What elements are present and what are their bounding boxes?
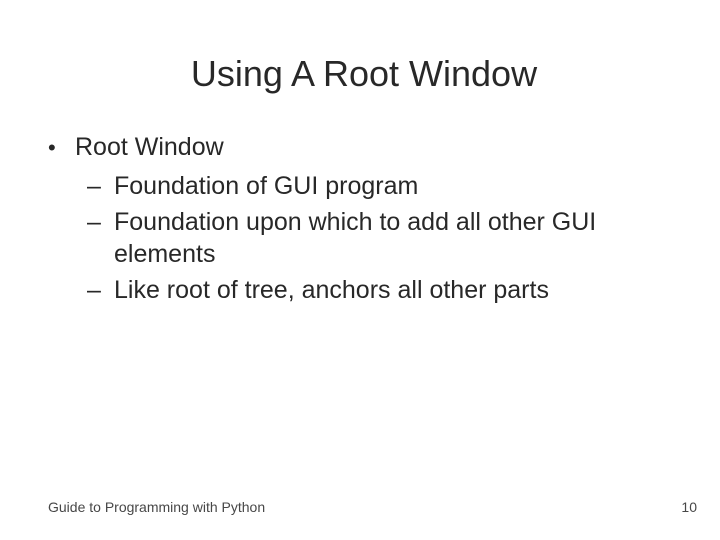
slide-title: Using A Root Window — [190, 53, 538, 94]
sub-bullet-text: Foundation of GUI program — [114, 172, 419, 200]
bullet-marker: • — [48, 135, 56, 160]
sub-bullet-item: – Like root of tree, anchors all other p… — [87, 274, 648, 306]
bullet-item-label: Root Window — [75, 133, 224, 161]
dash-marker: – — [87, 276, 101, 304]
sub-bullet-item: – Foundation of GUI program — [87, 170, 648, 202]
bullet-item: • Root Window — [48, 131, 648, 164]
sub-bullet-text: Like root of tree, anchors all other par… — [114, 276, 549, 304]
sub-bullet-text: Foundation upon which to add all other G… — [114, 208, 597, 268]
bullet-list: • Root Window – Foundation of GUI progra… — [48, 131, 648, 306]
dash-marker: – — [87, 208, 101, 236]
sub-bullet-item: – Foundation upon which to add all other… — [87, 206, 648, 270]
dash-marker: – — [87, 172, 101, 200]
page-number: 10 — [681, 499, 697, 515]
footer-text: Guide to Programming with Python — [48, 499, 266, 515]
